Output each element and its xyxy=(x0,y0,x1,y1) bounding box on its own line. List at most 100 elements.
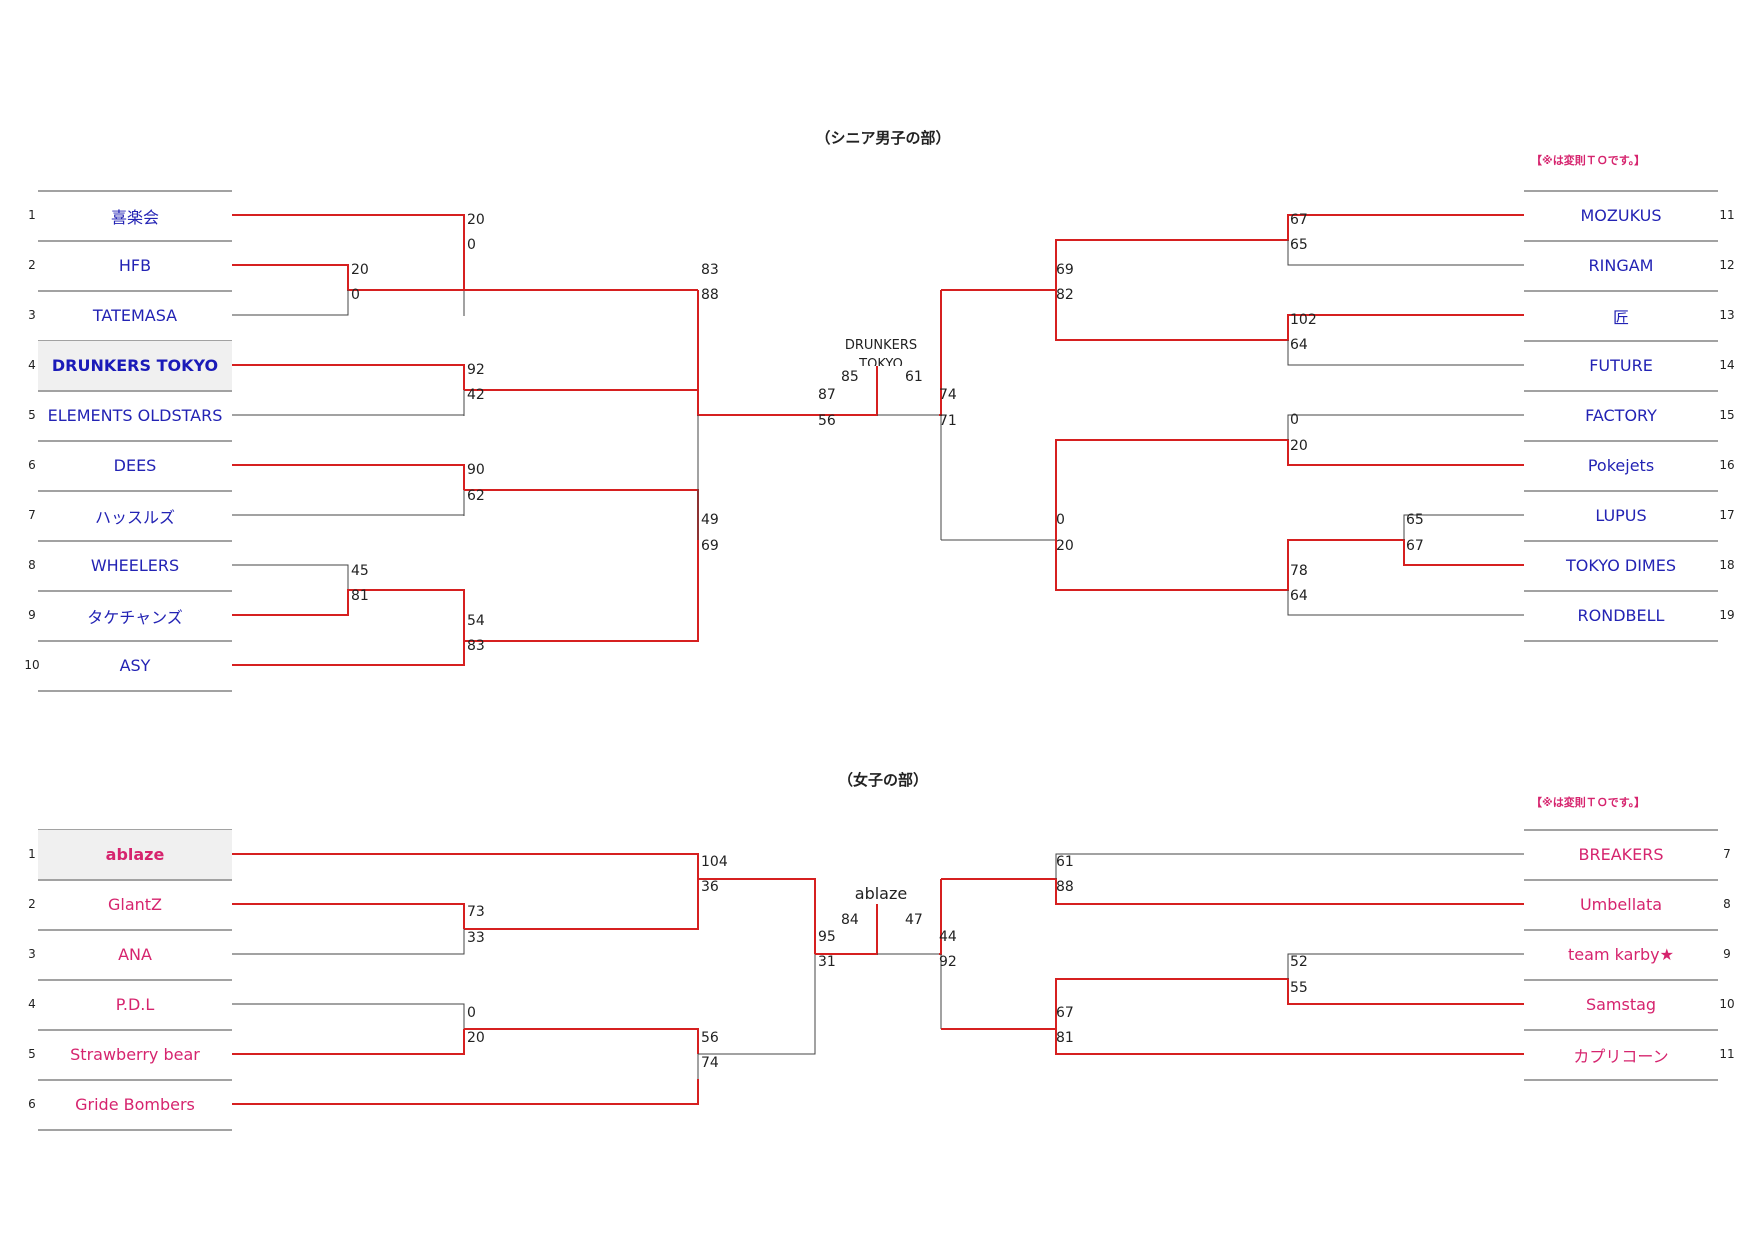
team-name: LUPUS xyxy=(1595,506,1647,525)
women-score: 52 xyxy=(1290,954,1308,970)
men-score: 81 xyxy=(351,588,369,604)
men-score: 87 xyxy=(818,387,836,403)
team-seed: 3 xyxy=(28,308,36,322)
men-score: 78 xyxy=(1290,563,1308,579)
winner-line xyxy=(232,1079,699,1105)
winner-line xyxy=(697,290,815,416)
team-seed: 4 xyxy=(28,997,36,1011)
team-name: Umbellata xyxy=(1579,895,1663,914)
winner-line xyxy=(464,540,699,642)
winner-line xyxy=(464,879,699,930)
men-score: 69 xyxy=(701,538,719,554)
team-seed: 6 xyxy=(28,458,36,472)
winner-line xyxy=(1055,439,1524,540)
team-name: P.D.L xyxy=(115,995,155,1014)
women-score: 92 xyxy=(939,954,957,970)
team-name: BREAKERS xyxy=(1578,845,1664,864)
men-score: 71 xyxy=(939,413,957,429)
team-seed: 12 xyxy=(1719,258,1735,272)
bracket-line xyxy=(232,929,465,955)
winner-line xyxy=(698,878,816,954)
winner-line xyxy=(232,464,465,490)
winner-line xyxy=(941,878,1524,905)
women-score: 74 xyxy=(701,1055,719,1071)
men-score: 64 xyxy=(1290,337,1308,353)
women-final-left-score: 84 xyxy=(841,912,859,928)
men-score: 67 xyxy=(1406,538,1424,554)
team-seed: 4 xyxy=(28,358,36,372)
men-score: 56 xyxy=(818,413,836,429)
team-name: ASY xyxy=(119,656,151,675)
women-score: 81 xyxy=(1056,1030,1074,1046)
team-name: 喜楽会 xyxy=(110,207,159,227)
women-score: 55 xyxy=(1290,980,1308,996)
team-name-champion: DRUNKERS TOKYO xyxy=(38,341,232,390)
men-score: 20 xyxy=(351,262,369,278)
team-seed: 3 xyxy=(28,947,36,961)
men-score: 49 xyxy=(701,512,719,528)
men-score: 102 xyxy=(1290,312,1317,328)
men-score: 54 xyxy=(467,613,485,629)
men-score: 42 xyxy=(467,387,485,403)
women-score: 20 xyxy=(467,1030,485,1046)
women-score: 67 xyxy=(1056,1005,1074,1021)
women-score: 88 xyxy=(1056,879,1074,895)
team-seed: 19 xyxy=(1719,608,1735,622)
team-seed: 13 xyxy=(1719,308,1735,322)
bracket-line xyxy=(1287,414,1524,440)
winner-line xyxy=(1055,1029,1524,1055)
team-name: GlantZ xyxy=(107,895,163,914)
team-name: タケチャンズ xyxy=(87,607,183,627)
bracket-line xyxy=(1055,853,1524,879)
team-name: DEES xyxy=(113,456,157,475)
women-champion: ablaze xyxy=(854,884,908,903)
team-name: Strawberry bear xyxy=(70,1045,200,1064)
team-seed: 5 xyxy=(28,408,36,422)
team-seed: 2 xyxy=(28,897,36,911)
women-score: 95 xyxy=(818,929,836,945)
winner-line xyxy=(232,903,465,929)
women-score: 73 xyxy=(467,904,485,920)
men-score: 0 xyxy=(351,287,360,303)
team-name: HFB xyxy=(118,256,152,275)
men-score: 90 xyxy=(467,462,485,478)
men-score: 45 xyxy=(351,563,369,579)
bracket-line xyxy=(1287,240,1524,266)
team-seed: 7 xyxy=(28,508,36,522)
team-seed: 1 xyxy=(28,847,36,861)
winner-line xyxy=(232,1029,465,1055)
women-score: 44 xyxy=(939,929,957,945)
men-score: 0 xyxy=(467,237,476,253)
women-score: 36 xyxy=(701,879,719,895)
men-score: 20 xyxy=(467,212,485,228)
team-name: Pokejets xyxy=(1587,456,1655,475)
team-seed: 6 xyxy=(28,1097,36,1111)
men-note: 【※は変則ＴＯです。】 xyxy=(1531,154,1646,167)
team-name: RONDBELL xyxy=(1577,606,1665,625)
men-champion: DRUNKERS TOKYO xyxy=(844,338,918,366)
bracket-line xyxy=(232,564,349,590)
team-seed: 9 xyxy=(1723,947,1731,961)
team-seed: 18 xyxy=(1719,558,1735,572)
team-seed: 8 xyxy=(28,558,36,572)
team-name-champion: ablaze xyxy=(38,830,232,879)
women-score: 33 xyxy=(467,930,485,946)
bracket-line xyxy=(1287,953,1524,979)
women-score: 104 xyxy=(701,854,728,870)
team-name: FUTURE xyxy=(1589,356,1653,375)
men-score: 20 xyxy=(1290,438,1308,454)
men-score: 92 xyxy=(467,362,485,378)
team-seed: 14 xyxy=(1719,358,1735,372)
team-seed: 10 xyxy=(1719,997,1735,1011)
bracket-line xyxy=(232,1003,465,1029)
team-seed: 8 xyxy=(1723,897,1731,911)
team-name: FACTORY xyxy=(1585,406,1657,425)
bracket-line xyxy=(232,390,465,416)
men-score: 82 xyxy=(1056,287,1074,303)
men-score: 65 xyxy=(1406,512,1424,528)
men-final-right-score: 61 xyxy=(905,369,923,385)
team-name: Samstag xyxy=(1585,995,1657,1014)
team-seed: 2 xyxy=(28,258,36,272)
team-seed: 1 xyxy=(28,208,36,222)
